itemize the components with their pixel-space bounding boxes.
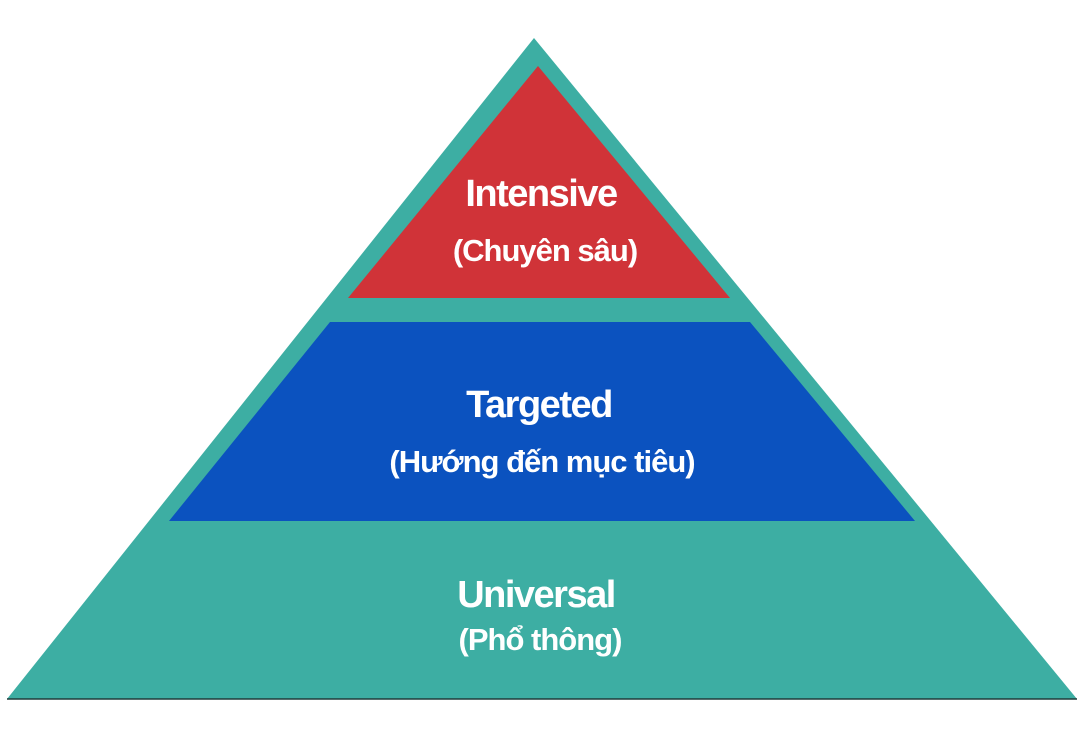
tier-universal-subtitle: (Phổ thông) [459, 622, 622, 657]
tier-targeted-band [169, 322, 915, 521]
tier-intensive-subtitle: (Chuyên sâu) [453, 233, 637, 268]
tier-targeted-subtitle: (Hướng đến mục tiêu) [389, 444, 694, 479]
tier-intensive-title: Intensive [465, 173, 617, 215]
tier-universal-title: Universal [457, 574, 615, 616]
tier-targeted-title: Targeted [466, 384, 612, 426]
tier-intensive-band [348, 66, 730, 298]
